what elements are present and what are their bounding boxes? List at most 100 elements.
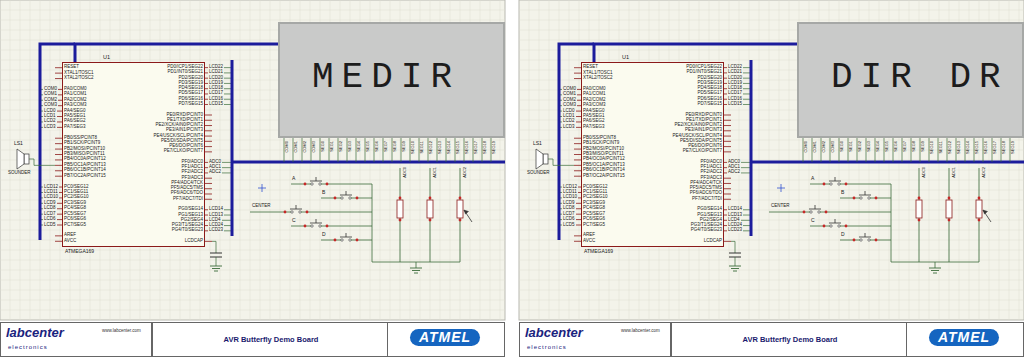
wire <box>216 257 217 266</box>
wire <box>919 218 920 262</box>
net-label: LCD21 <box>727 70 743 75</box>
switch-symbol <box>346 233 347 237</box>
grid-line <box>0 300 505 301</box>
net-label: B <box>841 190 844 196</box>
pin-stub <box>574 78 581 79</box>
pin-name: PB0/SS/PCINT8 <box>583 136 616 141</box>
pin-name: PG2/SEG4 <box>700 218 722 223</box>
connection-dot <box>948 197 951 200</box>
pin-name: PC3/SEG9 <box>64 201 86 206</box>
pin-stub <box>205 141 212 142</box>
wire <box>846 226 891 227</box>
pin-name: PB2/MOSI/PCINT10 <box>583 147 624 152</box>
net-label: ADC0 <box>208 160 222 165</box>
wire <box>416 262 417 268</box>
part-reference: LS1 <box>533 141 542 147</box>
wire <box>935 262 936 268</box>
title-block-title: AVR Butterfly Demo Board <box>671 322 909 357</box>
connection-dot <box>823 225 826 228</box>
pin-name: PG0/SEG14 <box>697 207 722 212</box>
ground-symbol <box>931 270 939 271</box>
switch-symbol <box>865 191 866 195</box>
wire <box>357 240 372 241</box>
pin-name: PE1/TXD/PCINT1 <box>167 118 203 123</box>
grid-line <box>0 280 505 281</box>
pin-stub <box>55 143 62 144</box>
connection-dot <box>304 183 307 186</box>
grid-line <box>0 10 505 11</box>
lcd-pin-label: SEG5 <box>366 141 370 152</box>
pin-stub <box>724 151 731 152</box>
pin-name: PB2/MOSI/PCINT10 <box>64 147 105 152</box>
part-value: SOUNDER <box>8 171 31 176</box>
pin-stub <box>724 130 731 131</box>
connection-dot <box>334 197 337 200</box>
connection-dot <box>803 211 806 214</box>
pin-name: PD1/INT0/SEG21 <box>686 70 722 75</box>
pin-name: PC0/SEG12 <box>64 185 89 190</box>
wire <box>840 240 854 241</box>
pin-stub <box>55 170 62 171</box>
logo-text: electronics <box>8 344 48 351</box>
pin-name: PE0/RXD/PCINT0 <box>166 113 203 118</box>
net-label: LCD19 <box>208 81 224 86</box>
pin-name: PE1/TXD/PCINT1 <box>686 118 722 123</box>
pin-stub <box>205 151 212 152</box>
pin-name: PC7/SEG5 <box>583 223 605 228</box>
pin-name: PE2/XCK/AIN0/PCINT2 <box>155 123 203 128</box>
pin-name: AREF <box>64 233 76 238</box>
connection-dot <box>334 239 337 242</box>
ground-symbol <box>212 268 220 269</box>
pin-stub <box>205 115 212 116</box>
connection-dot <box>978 219 981 222</box>
part-value: ATMEGA169 <box>584 249 613 255</box>
logo-text: electronics <box>527 344 567 351</box>
net-label: LCD8 <box>562 206 576 211</box>
pin-name: PF4/ADC4/TCK <box>690 181 722 186</box>
switch-symbol <box>319 183 321 185</box>
pin-name: PE6/DO/PCINT6 <box>688 144 722 149</box>
pin-name: PD4/SEG18 <box>697 86 722 91</box>
switch-symbol <box>341 239 343 241</box>
pin-stub <box>55 241 62 242</box>
pin-name: PB1/SCK/PCINT9 <box>64 141 100 146</box>
switch-symbol <box>868 239 870 241</box>
connection-dot <box>825 211 828 214</box>
net-label: COM2 <box>562 98 577 103</box>
lcd-pin-label: COM2 <box>303 141 307 153</box>
resistor-symbol <box>916 200 922 218</box>
sheet-background <box>0 0 505 320</box>
pin-name: PA6/SEG2 <box>583 119 604 124</box>
pin-name: PD1/INT0/SEG21 <box>167 70 203 75</box>
pin-name: PC2/SEG10 <box>64 195 89 200</box>
grid-line <box>0 290 505 291</box>
wire <box>769 212 790 213</box>
pin-name: PC6/SEG6 <box>583 217 605 222</box>
net-label: D <box>322 232 326 238</box>
net-label: LCD9 <box>43 201 57 206</box>
net-label: LCD12 <box>43 185 59 190</box>
connection-dot <box>875 197 878 200</box>
connection-dot <box>875 239 878 242</box>
pin-name: PB5/OC1A/PCINT13 <box>64 163 106 168</box>
pin-name: PC4/SEG8 <box>64 206 86 211</box>
pin-name: PC4/SEG8 <box>583 206 605 211</box>
net-label: LCD4 <box>208 218 222 223</box>
pin-stub <box>724 183 731 184</box>
pin-name: PF4/ADC4/TCK <box>171 181 203 186</box>
wire <box>291 226 305 227</box>
wire <box>840 198 854 199</box>
pin-name: XTAL1/TOSC1 <box>583 71 613 76</box>
bus-line <box>750 60 753 236</box>
net-label: LCD22 <box>208 65 224 70</box>
title-block-title: AVR Butterfly Demo Board <box>152 322 390 357</box>
pin-name: PG2/SEG4 <box>181 218 203 223</box>
wire <box>810 184 824 185</box>
switch-symbol <box>349 197 351 199</box>
cursor-cross <box>262 184 263 192</box>
net-label: ADC2 <box>982 167 986 178</box>
pin-name: PE7/CLKO/PCINT7 <box>164 149 203 154</box>
schematic-sheet <box>0 0 505 338</box>
pin-stub <box>724 115 731 116</box>
